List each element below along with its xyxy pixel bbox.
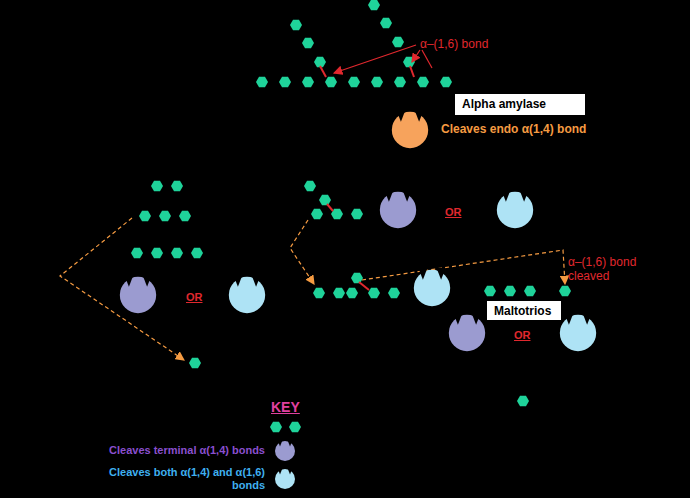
glucose-unit xyxy=(392,37,404,47)
glucose-unit xyxy=(314,57,326,67)
box-label: Alpha amylase xyxy=(462,97,546,111)
glucose-unit xyxy=(504,286,516,296)
glucose-unit xyxy=(302,77,314,87)
glucose-unit xyxy=(368,0,380,10)
glucose-unit xyxy=(394,77,406,87)
glucose-unit xyxy=(151,248,163,258)
glucose-unit xyxy=(524,286,536,296)
enzyme-caption: Cleaves endo α(1,4) bond xyxy=(441,123,586,137)
glucose-unit xyxy=(325,77,337,87)
legend-text: Cleaves terminal α(1,4) bonds xyxy=(85,444,265,457)
legend-swatch xyxy=(275,440,295,461)
glucose-unit xyxy=(189,358,201,368)
glucose-unit xyxy=(440,77,452,87)
name-box: Alpha amylase xyxy=(455,94,585,115)
glucose-unit xyxy=(159,211,171,221)
glucose-unit xyxy=(289,422,301,432)
glucose-unit xyxy=(371,77,383,87)
glucose-unit xyxy=(368,288,380,298)
glucose-unit xyxy=(351,273,363,283)
key-heading: KEY xyxy=(271,399,300,415)
glucose-unit xyxy=(417,77,429,87)
legend-swatch xyxy=(275,468,295,489)
glucose-unit xyxy=(191,248,203,258)
glucose-unit xyxy=(290,20,302,30)
glucose-unit xyxy=(171,181,183,191)
bond-label: α–(1,6) bond cleaved xyxy=(568,256,648,284)
glucose-unit xyxy=(380,18,392,28)
glucose-unit xyxy=(279,77,291,87)
or-label: OR xyxy=(186,291,203,304)
box-label: Maltotrios xyxy=(494,304,551,318)
glucose-unit xyxy=(333,288,345,298)
glucose-unit xyxy=(346,288,358,298)
glucose-unit xyxy=(139,211,151,221)
or-label: OR xyxy=(445,206,462,219)
glucose-unit xyxy=(313,288,325,298)
glucose-unit xyxy=(311,209,323,219)
legend-text: Cleaves both α(1,4) and α(1,6) bonds xyxy=(85,466,265,492)
glucose-unit xyxy=(388,288,400,298)
glucose-unit xyxy=(304,181,316,191)
glucose-unit xyxy=(256,77,268,87)
glucose-unit xyxy=(171,248,183,258)
glucose-unit xyxy=(403,57,415,67)
glucose-unit xyxy=(131,248,143,258)
name-box: Maltotrios xyxy=(487,301,561,320)
bond-label: α–(1,6) bond xyxy=(420,38,488,52)
glucose-unit xyxy=(484,286,496,296)
glucose-unit xyxy=(270,422,282,432)
glucose-unit xyxy=(517,396,529,406)
glucose-unit xyxy=(351,209,363,219)
glucose-unit xyxy=(319,195,331,205)
glucose-unit xyxy=(151,181,163,191)
glucose-unit xyxy=(179,211,191,221)
or-label: OR xyxy=(514,329,531,342)
glucose-unit xyxy=(559,286,571,296)
glucose-unit xyxy=(302,38,314,48)
glucose-unit xyxy=(348,77,360,87)
